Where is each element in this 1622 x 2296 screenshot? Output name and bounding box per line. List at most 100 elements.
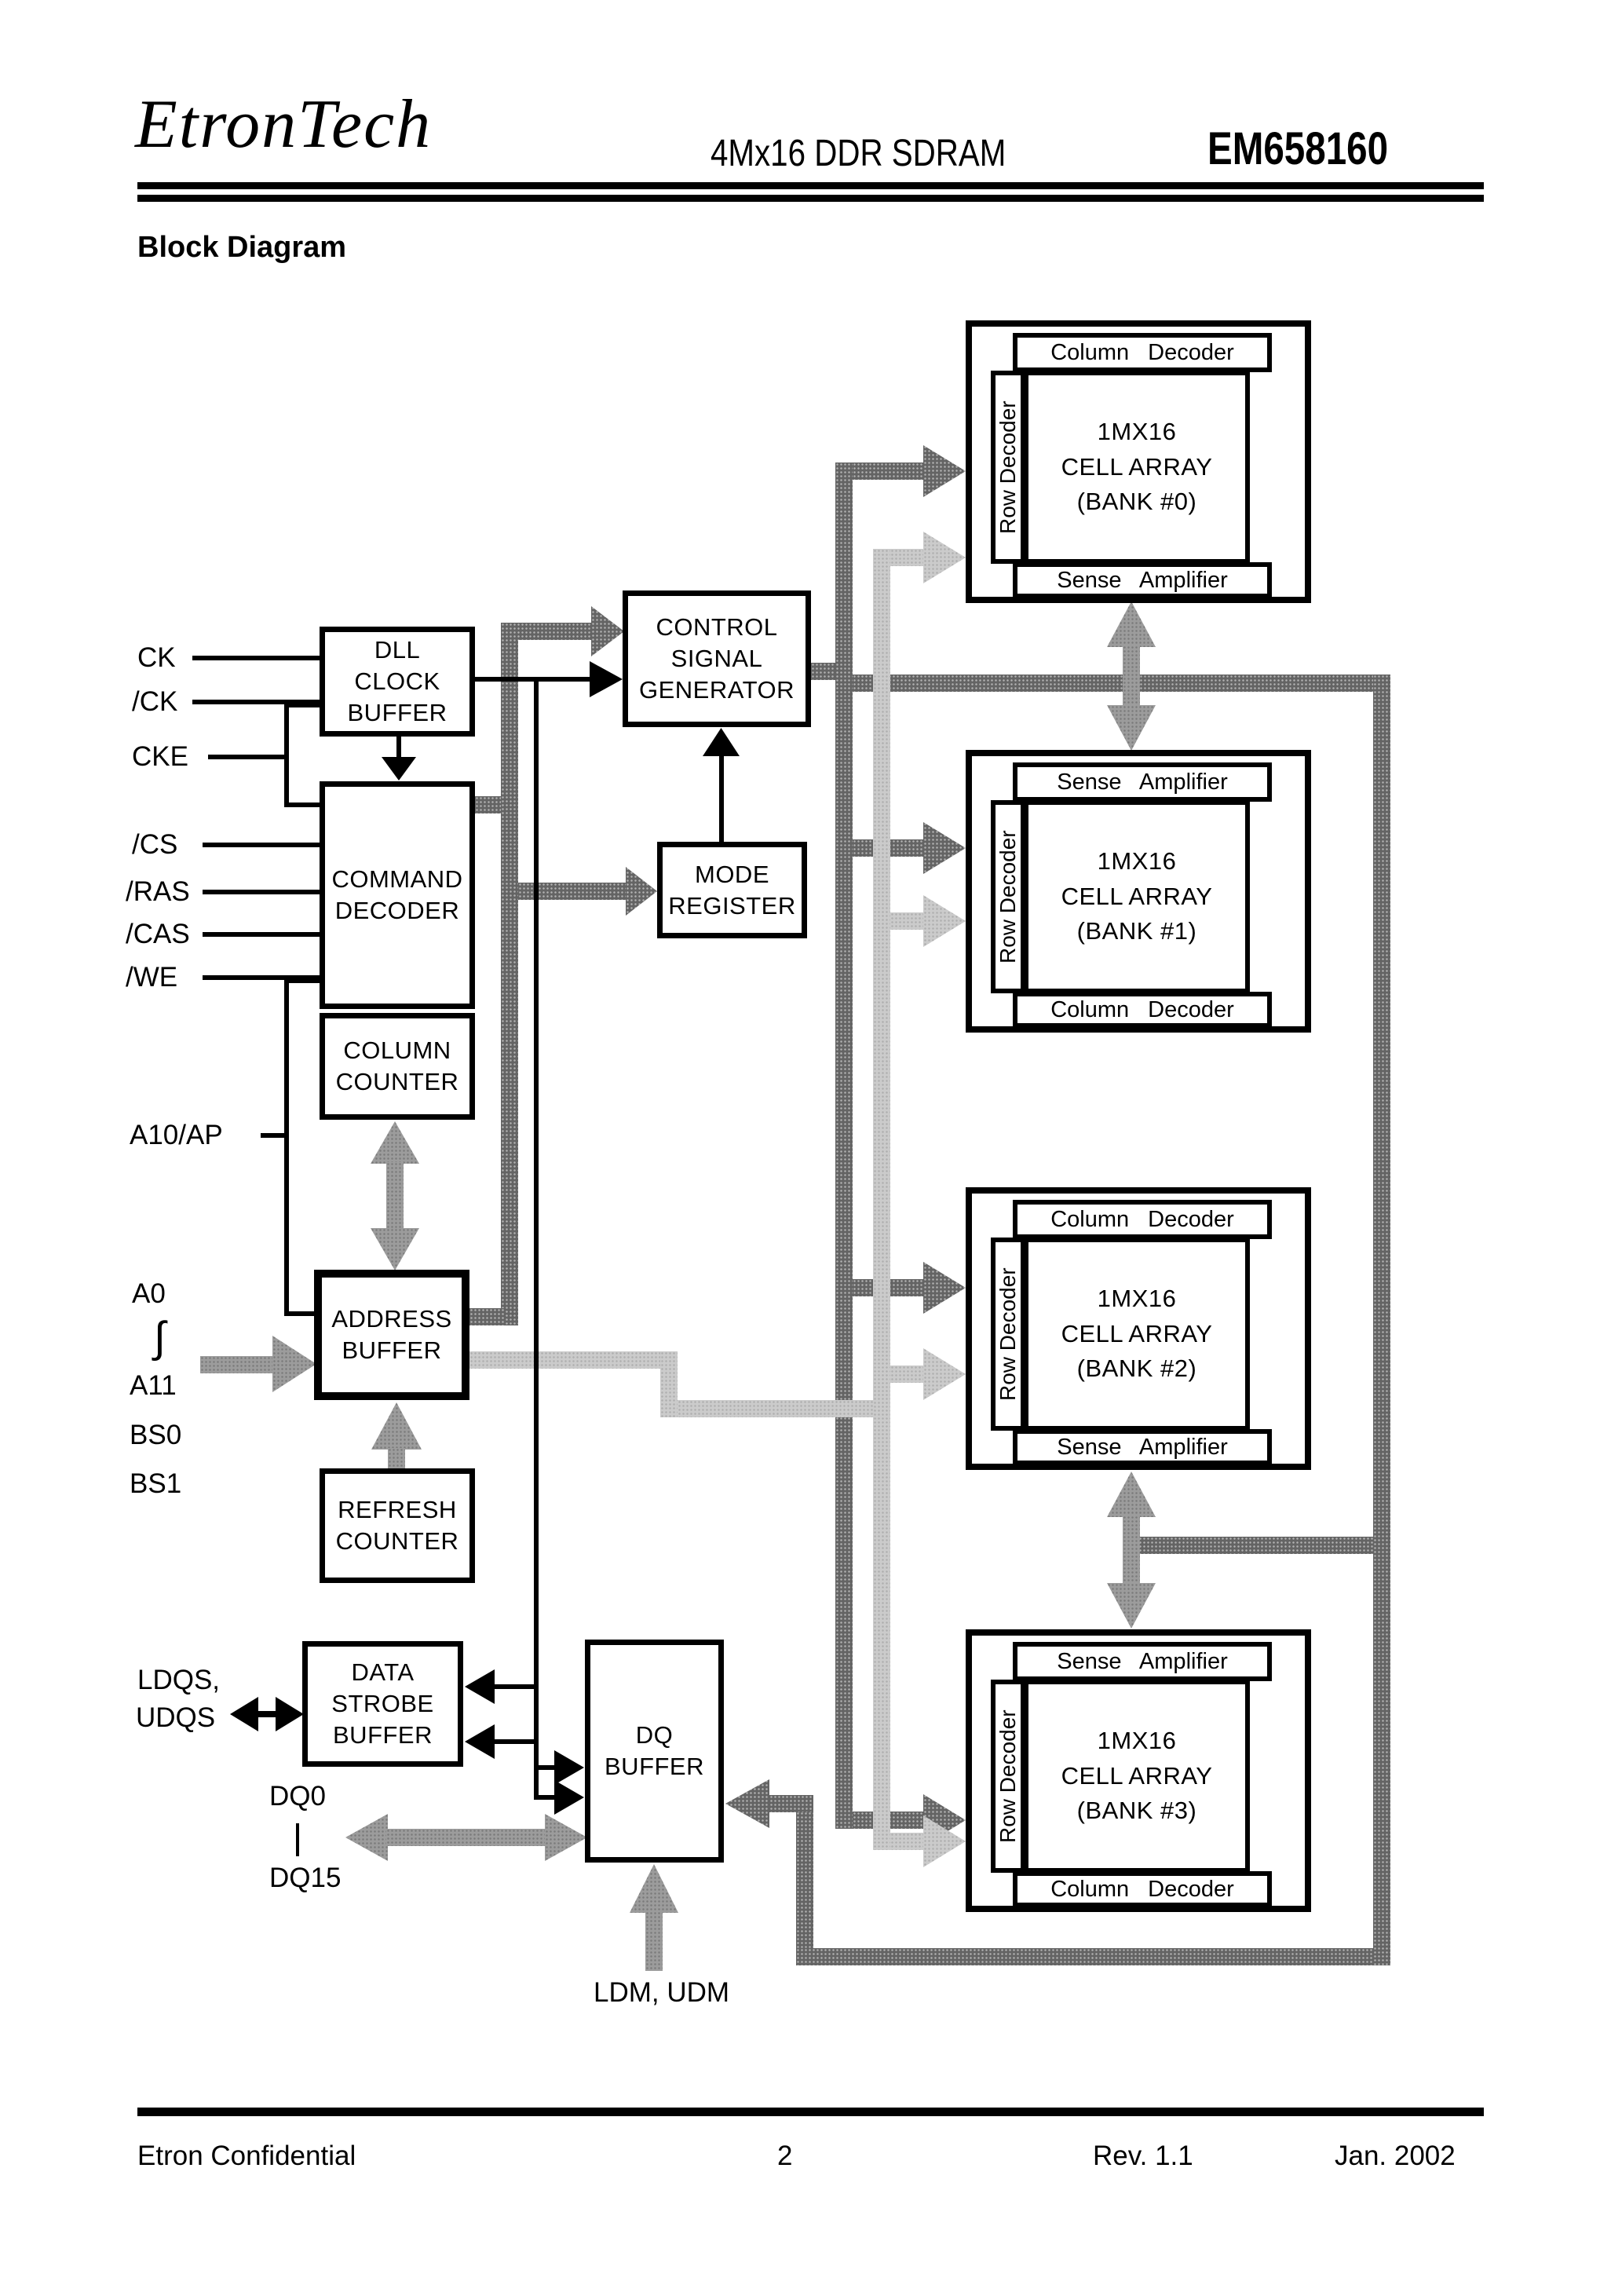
csg-from-mode-arrowhead	[703, 728, 740, 756]
bank0-top-label: Column Decoder	[1050, 339, 1234, 365]
bank2-cell-label: 1MX16 CELL ARRAY (BANK #2)	[1061, 1284, 1213, 1383]
bank01-transfer-arrow-up-head	[1107, 601, 1156, 647]
bank3-cell-label: 1MX16 CELL ARRAY (BANK #3)	[1061, 1726, 1213, 1825]
refresh-counter-block: REFRESH COUNTER	[320, 1468, 475, 1583]
bank01-transfer-arrow-shaft	[1123, 645, 1140, 707]
ldqs-arrow-right-head	[276, 1697, 304, 1731]
strobe-lower-wire	[493, 1739, 535, 1744]
dq-buffer-label: DQ BUFFER	[605, 1721, 704, 1780]
dq15-label: DQ15	[269, 1863, 342, 1893]
cke-branch-vertical	[284, 703, 289, 807]
address-bus-vertical	[873, 549, 890, 1850]
bank1-control-arrowhead	[923, 822, 966, 874]
bank2-address-arrowhead	[923, 1348, 966, 1400]
data-bus-mid-horizontal	[1131, 1537, 1373, 1554]
dq-upper-wire	[537, 1765, 556, 1770]
bank23-transfer-arrow-up-head	[1107, 1472, 1156, 1517]
address-bus-bank0-wire	[890, 549, 923, 566]
product-title: 4Mx16 DDR SDRAM	[711, 133, 1006, 174]
bank2-row-decoder: Row Decoder	[991, 1238, 1025, 1431]
udqs-label: UDQS	[136, 1702, 216, 1733]
bank3-bottom-label: Column Decoder	[1050, 1876, 1234, 1902]
a11-label: A11	[130, 1370, 177, 1401]
signal-range-squiggle: ∫	[154, 1314, 166, 1361]
cke-label: CKE	[132, 741, 188, 772]
ckb-wire	[192, 700, 320, 704]
control-bus-bank0-wire	[853, 462, 923, 480]
clock-vertical-wire	[534, 677, 539, 1800]
dll-clock-buffer-block: DLL CLOCK BUFFER	[320, 627, 475, 737]
bank3-row-decoder: Row Decoder	[991, 1680, 1025, 1873]
bank0-block: Column Decoder Row Decoder 1MX16 CELL AR…	[966, 320, 1311, 603]
refresh-counter-label: REFRESH COUNTER	[335, 1496, 459, 1555]
bank3-top-bar: Sense Amplifier	[1013, 1642, 1272, 1681]
address-bus-lower-horizontal	[678, 1400, 882, 1417]
bank0-cell-label: 1MX16 CELL ARRAY (BANK #0)	[1061, 417, 1213, 516]
csg-input-arrowhead	[591, 606, 624, 656]
dq-io-arrow-right-head	[545, 1814, 587, 1861]
control-signal-generator-label: CONTROL SIGNAL GENERATOR	[639, 613, 795, 704]
dq-range-tick	[296, 1823, 299, 1856]
column-counter-label: COLUMN COUNTER	[335, 1036, 459, 1095]
bank2-top-label: Column Decoder	[1050, 1206, 1234, 1232]
cmd-bus-to-mode-register	[518, 883, 626, 900]
data-strobe-buffer-label: DATA STROBE BUFFER	[331, 1658, 434, 1749]
bank3-top-label: Sense Amplifier	[1057, 1648, 1228, 1674]
address-input-arrow-shaft	[200, 1356, 274, 1373]
column-counter-arrow-shaft	[386, 1162, 404, 1230]
dq-buffer-input-arrowhead	[725, 1779, 769, 1828]
data-bus-top-horizontal	[853, 675, 1382, 692]
mode-register-block: MODE REGISTER	[657, 842, 807, 938]
dq-io-arrow-shaft	[386, 1829, 546, 1846]
bank0-row-decoder: Row Decoder	[991, 371, 1025, 564]
bank3-side-label: Row Decoder	[995, 1709, 1020, 1843]
dq-io-arrow-left-head	[345, 1814, 388, 1861]
footer-rule	[137, 2108, 1484, 2116]
bank1-cell-label: 1MX16 CELL ARRAY (BANK #1)	[1061, 846, 1213, 945]
strobe-upper-wire	[493, 1684, 535, 1689]
rasb-wire	[203, 890, 320, 894]
refresh-counter-arrow-shaft	[388, 1448, 405, 1470]
address-bus-bank1-wire	[890, 912, 923, 930]
ldm-udm-label: LDM, UDM	[594, 1977, 730, 2008]
address-branch-to-cmd	[284, 978, 320, 983]
web-label: /WE	[126, 962, 178, 993]
cke-branch-to-cmd	[284, 803, 320, 807]
bank1-side-label: Row Decoder	[995, 830, 1020, 963]
bank1-bottom-label: Column Decoder	[1050, 996, 1234, 1022]
bank2-cell-array: 1MX16 CELL ARRAY (BANK #2)	[1024, 1238, 1250, 1431]
dll-clock-buffer-label: DLL CLOCK BUFFER	[347, 636, 448, 726]
control-bus-vertical	[835, 462, 853, 1829]
data-strobe-buffer-block: DATA STROBE BUFFER	[302, 1641, 463, 1767]
address-bus-out-horizontal	[469, 1351, 678, 1369]
footer-revision: Rev. 1.1	[1093, 2141, 1193, 2171]
column-counter-arrow-up-head	[371, 1121, 419, 1164]
control-signal-generator-block: CONTROL SIGNAL GENERATOR	[623, 590, 811, 727]
casb-label: /CAS	[126, 919, 190, 949]
data-bus-right-vertical	[1373, 675, 1390, 1965]
cke-wire	[208, 755, 288, 759]
bank1-top-bar: Sense Amplifier	[1013, 762, 1272, 802]
bank1-address-arrowhead	[923, 895, 966, 947]
company-logo: EtronTech	[135, 86, 433, 163]
address-branch-to-buffer	[284, 1311, 316, 1316]
data-bus-bottom-horizontal	[796, 1948, 1373, 1965]
data-bus-dq-riser	[796, 1804, 813, 1948]
bank3-bottom-bar: Column Decoder	[1013, 1871, 1272, 1907]
dq-buffer-block: DQ BUFFER	[585, 1640, 724, 1863]
address-bus-step	[660, 1351, 678, 1417]
bank1-bottom-bar: Column Decoder	[1013, 992, 1272, 1028]
footer-date: Jan. 2002	[1335, 2141, 1456, 2171]
bank0-bottom-bar: Sense Amplifier	[1013, 562, 1272, 598]
dll-to-cmd-wire	[396, 737, 401, 762]
bank0-address-arrowhead	[923, 532, 966, 583]
bank0-side-label: Row Decoder	[995, 400, 1020, 534]
bank2-block: Column Decoder Row Decoder 1MX16 CELL AR…	[966, 1187, 1311, 1470]
csg-clock-arrowhead	[590, 661, 623, 697]
header-rule-top	[137, 182, 1484, 189]
bank2-top-bar: Column Decoder	[1013, 1200, 1272, 1239]
strobe-lower-arrowhead	[465, 1724, 495, 1759]
command-decoder-block: COMMAND DECODER	[320, 781, 475, 1009]
bank2-side-label: Row Decoder	[995, 1267, 1020, 1401]
ldm-udm-arrow-shaft	[645, 1911, 663, 1971]
